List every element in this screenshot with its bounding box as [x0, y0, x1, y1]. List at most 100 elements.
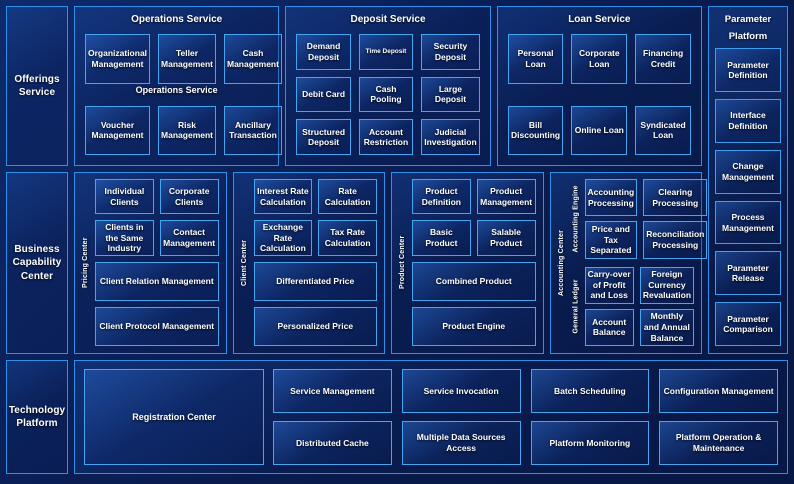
cell-individual-clients[interactable]: Individual Clients [95, 179, 154, 215]
product-center-pair-mid: Basic Product Salable Product [412, 220, 536, 256]
cell-personalized-price[interactable]: Personalized Price [253, 306, 377, 347]
cell-financing-credit[interactable]: Financing Credit [635, 34, 691, 84]
cell-corporate-loan[interactable]: Corporate Loan [571, 34, 628, 84]
cell-basic-product[interactable]: Basic Product [412, 220, 471, 256]
cell-interface-definition[interactable]: Interface Definition [715, 99, 781, 143]
offerings-content-area: Operations Service Organizational Manage… [74, 6, 788, 166]
cell-batch-scheduling[interactable]: Batch Scheduling [530, 369, 650, 413]
subgroup-general-ledger-label: General Ledger [572, 279, 579, 334]
cell-accounting-processing[interactable]: Accounting Processing [584, 179, 638, 217]
cell-exchange-rate-calculation[interactable]: Exchange Rate Calculation [253, 220, 313, 256]
cell-personal-loan[interactable]: Personal Loan [507, 34, 564, 84]
cell-bill-discounting[interactable]: Bill Discounting [507, 105, 564, 155]
cell-ancillary-transaction[interactable]: Ancillary Transaction [224, 105, 282, 155]
cell-account-restriction[interactable]: Account Restriction [358, 119, 414, 155]
cell-debit-card[interactable]: Debit Card [296, 76, 351, 113]
stub-technology-platform[interactable]: Technology Platform [6, 360, 68, 474]
cell-service-invocation[interactable]: Service Invocation [401, 369, 521, 413]
loan-service-grid: Personal Loan Corporate Loan Financing C… [507, 34, 691, 155]
cell-carry-over-of-profit-and-loss[interactable]: Carry-over of Profit and Loss [584, 266, 634, 304]
pricing-center-body: Individual Clients Corporate Clients Cli… [92, 179, 219, 347]
cell-distributed-cache[interactable]: Distributed Cache [273, 421, 392, 465]
cell-registration-center[interactable]: Registration Center [84, 369, 264, 465]
cell-salable-product[interactable]: Salable Product [476, 220, 536, 256]
group-pricing-center-label: Pricing Center [82, 237, 89, 288]
business-content-area: Pricing Center Individual Clients Corpor… [74, 172, 788, 354]
cell-service-management[interactable]: Service Management [273, 369, 392, 413]
cell-demand-deposit[interactable]: Demand Deposit [296, 34, 351, 70]
stub-offerings-service[interactable]: Offerings Service [6, 6, 68, 166]
cell-monthly-and-annual-balance[interactable]: Monthly and Annual Balance [639, 308, 694, 346]
cell-platform-monitoring[interactable]: Platform Monitoring [530, 421, 650, 465]
cell-judicial-investigation[interactable]: Judicial Investigation [421, 119, 480, 155]
cell-large-deposit[interactable]: Large Deposit [421, 76, 480, 113]
group-operations-service-title: Operations Service [131, 14, 223, 25]
technology-content-area: Registration Center Service Management S… [74, 360, 788, 474]
cell-product-management[interactable]: Product Management [476, 179, 536, 215]
cell-rate-calculation[interactable]: Rate Calculation [318, 179, 377, 215]
cell-online-loan[interactable]: Online Loan [571, 105, 628, 155]
cell-voucher-management[interactable]: Voucher Management [85, 105, 151, 155]
cell-teller-management[interactable]: Teller Management [158, 34, 216, 84]
parameter-platform-title: Parameter Platform [725, 12, 771, 45]
row-technology-platform: Technology Platform Registration Center … [6, 360, 788, 474]
subgroup-accounting-engine-label: Accounting Engine [572, 185, 579, 253]
row-offerings-service: Offerings Service Operations Service Org… [6, 6, 788, 166]
cell-product-engine[interactable]: Product Engine [412, 306, 536, 346]
subgroup-general-ledger[interactable]: General Ledger Carry-over of Profit and … [570, 266, 694, 346]
cell-time-deposit[interactable]: Time Deposit [358, 34, 414, 70]
cell-parameter-release[interactable]: Parameter Release [715, 251, 781, 296]
cell-clients-in-the-same-industry[interactable]: Clients in the Same Industry [95, 220, 154, 256]
cell-change-management[interactable]: Change Management [715, 149, 781, 194]
parameter-platform-title-line2: Platform [728, 30, 768, 42]
client-center-pair-mid: Exchange Rate Calculation Tax Rate Calcu… [253, 220, 377, 256]
subgroup-accounting-engine[interactable]: Accounting Engine Accounting Processing … [570, 179, 708, 259]
cell-organizational-management[interactable]: Organizational Management [85, 34, 151, 84]
group-loan-service[interactable]: Loan Service Personal Loan Corporate Loa… [496, 6, 702, 166]
cell-multiple-data-sources-access[interactable]: Multiple Data Sources Access [401, 421, 521, 465]
cell-configuration-management[interactable]: Configuration Management [659, 369, 778, 413]
group-accounting-center[interactable]: Accounting Center Accounting Engine Acco… [549, 172, 708, 354]
cell-cash-management[interactable]: Cash Management [224, 34, 282, 84]
cell-combined-product[interactable]: Combined Product [412, 261, 536, 301]
group-operations-service[interactable]: Operations Service Organizational Manage… [74, 6, 282, 166]
cell-contact-management[interactable]: Contact Management [159, 220, 219, 256]
group-parameter-platform[interactable]: Parameter Platform Parameter Definition … [708, 6, 788, 354]
group-pricing-center[interactable]: Pricing Center Individual Clients Corpor… [74, 172, 227, 354]
cell-client-relation-management[interactable]: Client Relation Management [95, 261, 219, 301]
cell-interest-rate-calculation[interactable]: Interest Rate Calculation [253, 179, 313, 215]
deposit-service-grid: Demand Deposit Time Deposit Security Dep… [296, 34, 480, 155]
parameter-platform-list: Parameter Definition Interface Definitio… [715, 48, 781, 348]
group-client-center[interactable]: Client Center Interest Rate Calculation … [232, 172, 385, 354]
cell-corporate-clients[interactable]: Corporate Clients [159, 179, 219, 215]
technology-platform-panel: Registration Center Service Management S… [74, 360, 788, 474]
cell-client-protocol-management[interactable]: Client Protocol Management [95, 306, 219, 347]
group-product-center-label: Product Center [399, 235, 406, 290]
cell-platform-operation-maintenance[interactable]: Platform Operation & Maintenance [659, 421, 778, 465]
stub-technology-platform-label: Technology Platform [8, 404, 66, 430]
cell-foreign-currency-revaluation[interactable]: Foreign Currency Revaluation [639, 266, 694, 304]
cell-account-balance[interactable]: Account Balance [584, 308, 634, 346]
cell-security-deposit[interactable]: Security Deposit [421, 34, 480, 70]
group-product-center[interactable]: Product Center Product Definition Produc… [391, 172, 544, 354]
cell-product-definition[interactable]: Product Definition [412, 179, 471, 215]
cell-reconciliation-processing[interactable]: Reconciliation Processing [643, 221, 708, 259]
cell-tax-rate-calculation[interactable]: Tax Rate Calculation [318, 220, 377, 256]
cell-clearing-processing[interactable]: Clearing Processing [643, 179, 708, 217]
cell-parameter-comparison[interactable]: Parameter Comparison [715, 302, 781, 347]
product-center-pair-top: Product Definition Product Management [412, 179, 536, 215]
cell-syndicated-loan[interactable]: Syndicated Loan [635, 105, 691, 155]
technology-platform-grid: Service Management Service Invocation Ba… [273, 369, 778, 465]
cell-parameter-definition[interactable]: Parameter Definition [715, 48, 781, 93]
group-deposit-service[interactable]: Deposit Service Demand Deposit Time Depo… [285, 6, 491, 166]
cell-structured-deposit[interactable]: Structured Deposit [296, 119, 351, 155]
general-ledger-grid: Carry-over of Profit and Loss Foreign Cu… [582, 266, 694, 346]
group-loan-service-title: Loan Service [568, 14, 631, 25]
cell-differentiated-price[interactable]: Differentiated Price [253, 261, 377, 301]
cell-process-management[interactable]: Process Management [715, 200, 781, 245]
cell-risk-management[interactable]: Risk Management [158, 105, 216, 155]
stub-business-capability-center[interactable]: Business Capability Center [6, 172, 68, 354]
cell-price-and-tax-separated[interactable]: Price and Tax Separated [584, 221, 638, 259]
cell-cash-pooling[interactable]: Cash Pooling [358, 76, 414, 113]
